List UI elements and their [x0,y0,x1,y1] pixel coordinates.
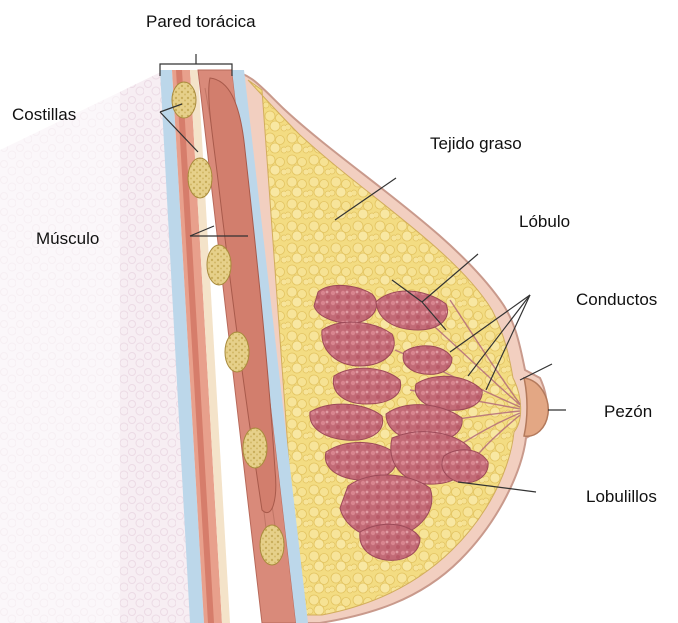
label-pezon: Pezón [604,402,652,422]
label-costillas: Costillas [12,105,76,125]
label-musculo: Músculo [36,229,99,249]
label-tejido-graso: Tejido graso [430,134,522,154]
label-lobulo: Lóbulo [519,212,570,232]
label-pared-toracica: Pared torácica [146,12,256,32]
label-lobulillos: Lobulillos [586,487,657,507]
label-conductos: Conductos [576,290,657,310]
nipple [524,378,548,436]
